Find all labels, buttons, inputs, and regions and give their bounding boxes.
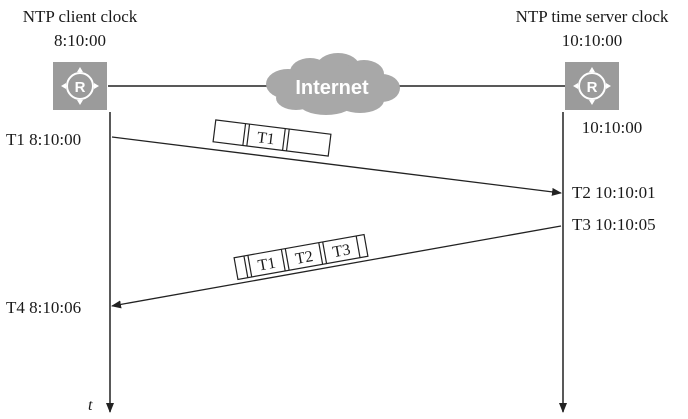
server-clock-title: NTP time server clock (516, 7, 669, 26)
client-router: R (53, 62, 107, 110)
client-clock-time: 8:10:00 (54, 31, 106, 50)
server-clock-time: 10:10:00 (562, 31, 622, 50)
client-clock-title: NTP client clock (23, 7, 138, 26)
timestamp-t2: T2 10:10:01 (572, 183, 656, 202)
packet-field-t1: T1 (256, 129, 276, 148)
time-axis-label: t (88, 397, 93, 414)
cloud-icon (266, 53, 400, 115)
router-symbol: R (587, 79, 598, 96)
internet-label: Internet (295, 77, 369, 99)
packet-field-t3: T3 (331, 241, 351, 261)
server-router: R (565, 62, 619, 110)
server-time-below: 10:10:00 (582, 118, 642, 137)
reply-arrow (111, 225, 562, 309)
packet-field-t1: T1 (257, 255, 277, 275)
request-packet: T1 (212, 119, 332, 157)
timestamp-t4: T4 8:10:06 (6, 298, 81, 317)
timestamp-t1: T1 8:10:00 (6, 130, 81, 149)
router-symbol: R (75, 79, 86, 96)
timestamp-t3: T3 10:10:05 (572, 215, 656, 234)
packet-field-t2: T2 (294, 248, 314, 268)
internet-cloud: Internet (266, 53, 400, 115)
request-arrow (111, 136, 562, 196)
reply-packet: T1 T2 T3 (233, 233, 369, 281)
